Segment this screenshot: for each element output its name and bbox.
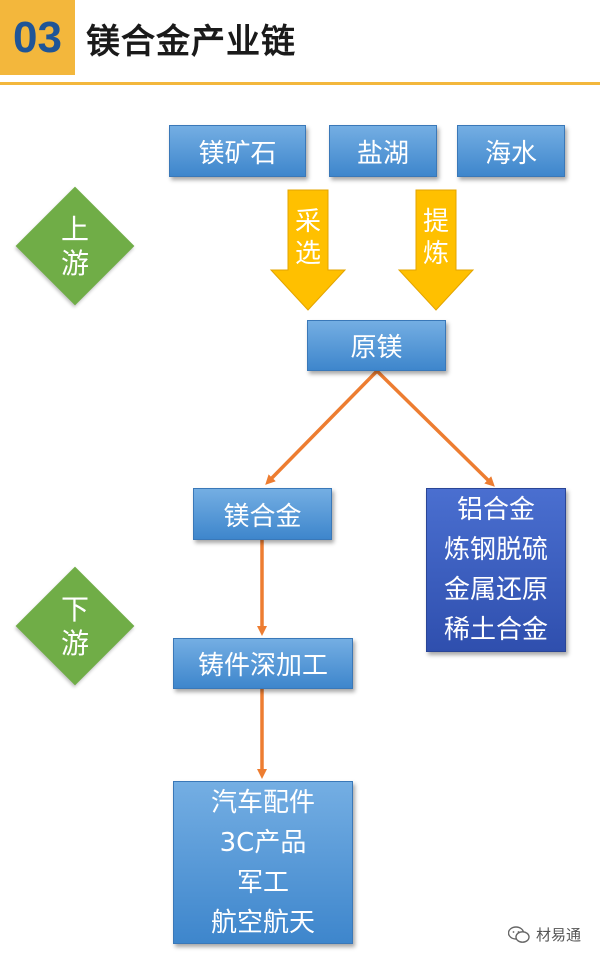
raw-magnesium-node: 原镁: [307, 320, 446, 371]
source-seawater: 海水: [457, 125, 565, 177]
downstream-label: 下 游: [60, 593, 89, 660]
mining-label: 采 选: [294, 207, 321, 269]
brand-name: 材易通: [536, 926, 582, 944]
source-salt-lake: 盐湖: [329, 125, 437, 177]
mining-arrow: [269, 189, 347, 311]
raw-to-other-uses-arrow: [375, 369, 495, 487]
application-item: 航空航天: [210, 907, 315, 938]
source-magnesite: 镁矿石: [169, 125, 306, 177]
application-item: 3C产品: [219, 827, 307, 858]
applications-node: 汽车配件 3C产品 军工 航空航天: [173, 781, 353, 944]
other-use-item: 炼钢脱硫: [443, 535, 548, 565]
wechat-icon: [508, 925, 530, 943]
section-number: 03: [0, 0, 75, 75]
other-use-item: 稀土合金: [443, 615, 548, 645]
other-uses-node: 铝合金 炼钢脱硫 金属还原 稀土合金: [426, 488, 566, 652]
page-title: 镁合金产业链: [86, 22, 296, 62]
upstream-label: 上 游: [60, 213, 89, 280]
raw-to-alloy-arrow: [265, 369, 379, 485]
application-item: 汽车配件: [210, 787, 315, 818]
application-item: 军工: [236, 867, 289, 898]
footer-watermark: 材易通: [508, 924, 581, 945]
magnesium-alloy-node: 镁合金: [193, 488, 332, 540]
refining-label: 提 炼: [422, 207, 449, 269]
refining-arrow: [397, 189, 475, 311]
other-use-item: 金属还原: [443, 575, 548, 605]
casting-processing-node: 铸件深加工: [173, 638, 353, 689]
header-divider: [0, 82, 600, 85]
other-use-item: 铝合金: [456, 495, 535, 525]
